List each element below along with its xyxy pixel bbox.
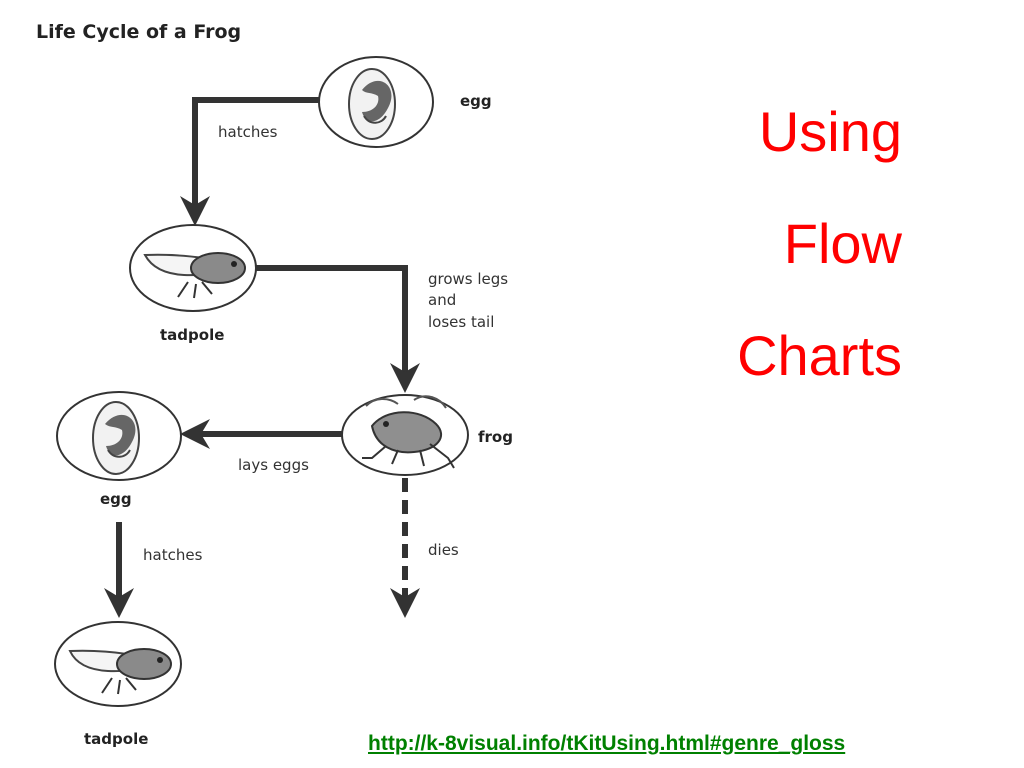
title-line-flow: Flow — [783, 212, 902, 275]
edge-label-grows-legs-3: loses tail — [428, 313, 494, 331]
title-line-charts: Charts — [737, 324, 902, 387]
egg-node-top — [318, 56, 434, 148]
edge-hatches-1 — [180, 97, 319, 226]
tadpole-label-bottom: tadpole — [84, 730, 148, 748]
tadpole-label-top: tadpole — [160, 326, 224, 344]
egg-icon-bottom — [92, 401, 140, 475]
diagram-title: Life Cycle of a Frog — [36, 21, 241, 43]
tadpole-icon — [143, 252, 246, 299]
source-link[interactable]: http://k-8visual.info/tKitUsing.html#gen… — [368, 732, 846, 755]
tadpole-node-bottom — [54, 621, 182, 707]
egg-icon — [348, 68, 396, 140]
frog-node — [341, 394, 469, 476]
edge-label-grows-legs-1: grows legs — [428, 270, 508, 288]
edge-label-hatches-1: hatches — [218, 123, 278, 141]
slide-title: Using Flow Charts — [737, 104, 902, 440]
edge-label-grows-legs-2: and — [428, 291, 456, 309]
frog-icon — [362, 395, 455, 469]
edge-label-dies: dies — [428, 541, 459, 559]
tadpole-node-top — [129, 224, 257, 312]
edge-label-hatches-2: hatches — [143, 546, 203, 564]
egg-node-bottom — [56, 391, 182, 481]
edge-grows-legs — [256, 265, 420, 393]
egg-label-top: egg — [460, 92, 492, 110]
tadpole-icon-bottom — [68, 648, 172, 695]
frog-label: frog — [478, 428, 513, 446]
title-line-using: Using — [758, 100, 902, 163]
edge-label-lays-eggs: lays eggs — [238, 456, 309, 474]
egg-label-bottom: egg — [100, 490, 132, 508]
